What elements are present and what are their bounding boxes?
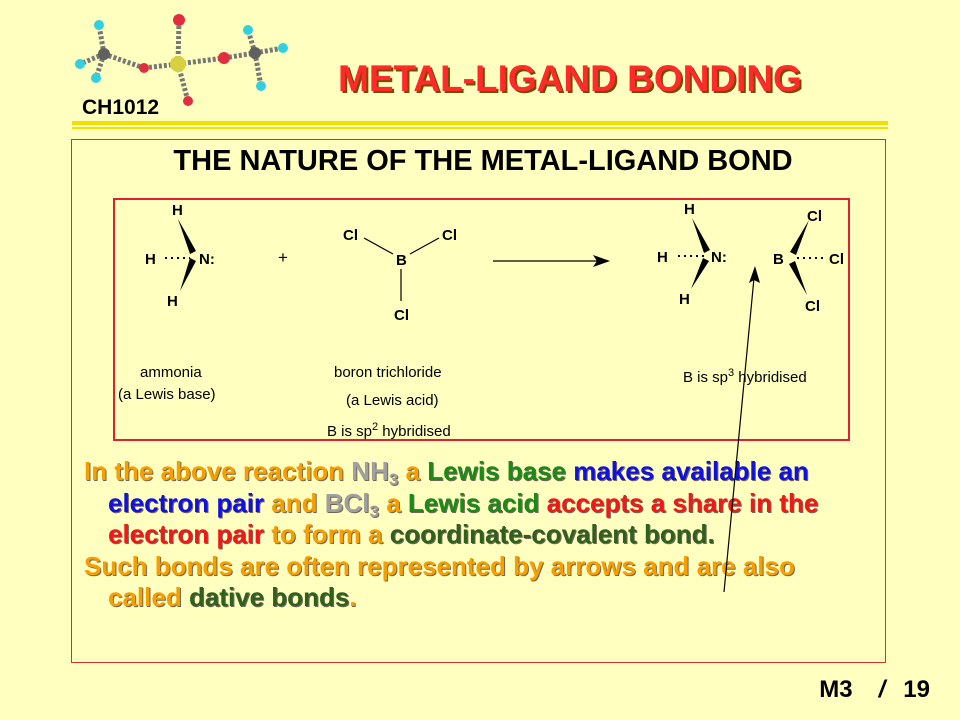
section-heading: THE NATURE OF THE METAL-LIGAND BOND — [173, 145, 793, 177]
course-code: CH1012 — [82, 96, 160, 119]
wedge-bond — [180, 258, 196, 291]
atom-cl: Cl — [805, 298, 820, 315]
atom-h: H — [684, 201, 695, 218]
plus-sign: + — [278, 248, 288, 267]
wedge-bond — [178, 219, 196, 254]
bcl3-caption: boron trichloride — [334, 364, 442, 381]
atom-cl: Cl — [829, 251, 844, 268]
header-rule — [72, 121, 888, 125]
slide-title: METAL-LIGAND BONDING — [338, 58, 802, 99]
adduct-hybrid-caption: B is sp3 hybridised — [683, 367, 807, 386]
paragraph-dative: Such bonds are often represented by arro… — [84, 550, 795, 613]
paragraph-reaction: In the above reaction NH3 a Lewis base m… — [84, 456, 819, 549]
atom-h: H — [172, 202, 183, 219]
wedge-bond — [692, 218, 710, 253]
atom-cl: Cl — [343, 227, 358, 244]
atom-h: H — [145, 251, 156, 268]
atom-cl: Cl — [394, 307, 409, 324]
bond — [363, 237, 394, 255]
atom-n: N: — [711, 249, 727, 266]
wedge-bond — [790, 220, 809, 255]
reaction-box — [113, 198, 850, 441]
atom-h: H — [679, 291, 690, 308]
atom-cl: Cl — [442, 227, 457, 244]
content-frame — [71, 139, 886, 663]
reaction-diagram: H H N: H + Cl Cl B Cl H H N: H Cl B Cl C… — [145, 201, 844, 324]
wedge-bond — [789, 261, 807, 295]
bcl3-hybrid-caption: B is sp2 hybridised — [327, 421, 451, 440]
arrow-head — [593, 255, 610, 267]
bond — [409, 237, 440, 255]
ammonia-role-caption: (a Lewis base) — [118, 386, 216, 403]
body-text: In the above reaction NH3 a Lewis base m… — [84, 456, 874, 614]
atom-b: B — [773, 251, 784, 268]
bcl3-role-caption: (a Lewis acid) — [346, 392, 439, 409]
wedge-bond — [691, 258, 709, 289]
atom-h: H — [657, 249, 668, 266]
atom-n: N: — [199, 251, 215, 268]
ammonia-caption: ammonia — [140, 364, 202, 381]
header-rule-thin — [72, 127, 888, 129]
atom-b: B — [396, 252, 407, 269]
molecule-model-icon — [75, 14, 288, 106]
atom-h: H — [167, 293, 178, 310]
atom-cl: Cl — [807, 208, 822, 225]
slide-number: M3/19 — [819, 676, 930, 703]
